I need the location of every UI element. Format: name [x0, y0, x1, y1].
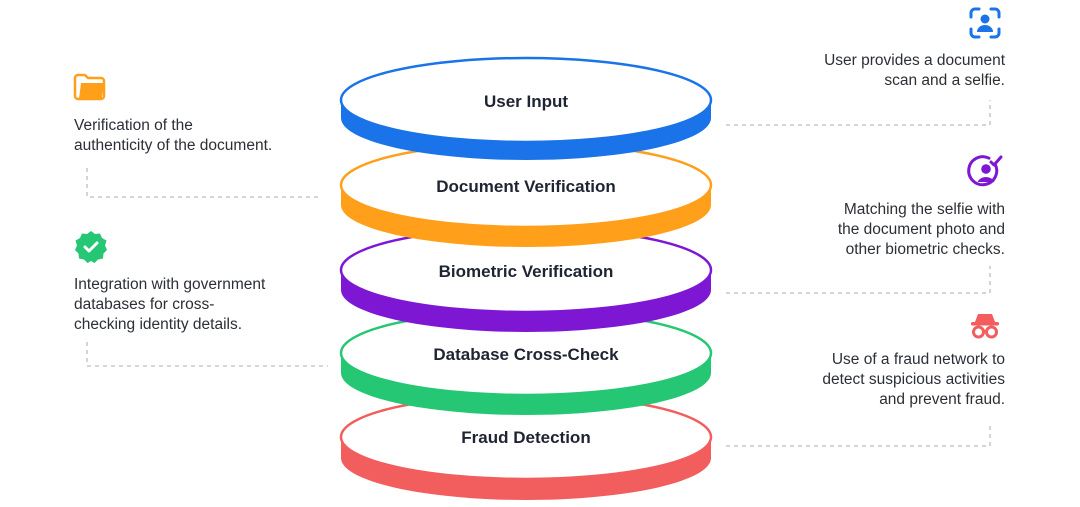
layer-fraud-detection: Fraud Detection — [339, 393, 713, 500]
description-fraud: Use of a fraud network to detect suspici… — [822, 351, 1005, 408]
layer-biometric-verification: Biometric Verification — [339, 226, 713, 332]
description-user-input: User provides a document scan and a self… — [824, 52, 1005, 89]
layer-label: Document Verification — [436, 177, 615, 196]
connector-biometric — [726, 266, 991, 294]
layer-label: Biometric Verification — [439, 262, 614, 281]
description-database: Integration with government databases fo… — [74, 276, 266, 333]
face-scan-icon — [969, 7, 1001, 39]
folder-icon — [73, 73, 106, 101]
layer-label: Fraud Detection — [461, 428, 590, 447]
connector-document — [86, 168, 318, 198]
incognito-icon — [971, 314, 999, 339]
layer-label: User Input — [484, 92, 568, 111]
disc-top — [339, 56, 713, 144]
layer-label: Database Cross-Check — [433, 345, 619, 364]
description-document: Verification of the authenticity of the … — [74, 117, 273, 154]
connector-user-input — [726, 100, 991, 126]
layer-user-input: User Input — [339, 56, 713, 160]
verified-badge-icon — [75, 231, 107, 263]
connector-fraud — [726, 422, 991, 447]
description-biometric: Matching the selfie with the document ph… — [837, 201, 1005, 258]
connector-database — [86, 342, 328, 367]
layer-database-cross-check: Database Cross-Check — [339, 309, 713, 415]
layer-document-verification: Document Verification — [339, 141, 713, 247]
user-check-icon — [967, 155, 1003, 187]
